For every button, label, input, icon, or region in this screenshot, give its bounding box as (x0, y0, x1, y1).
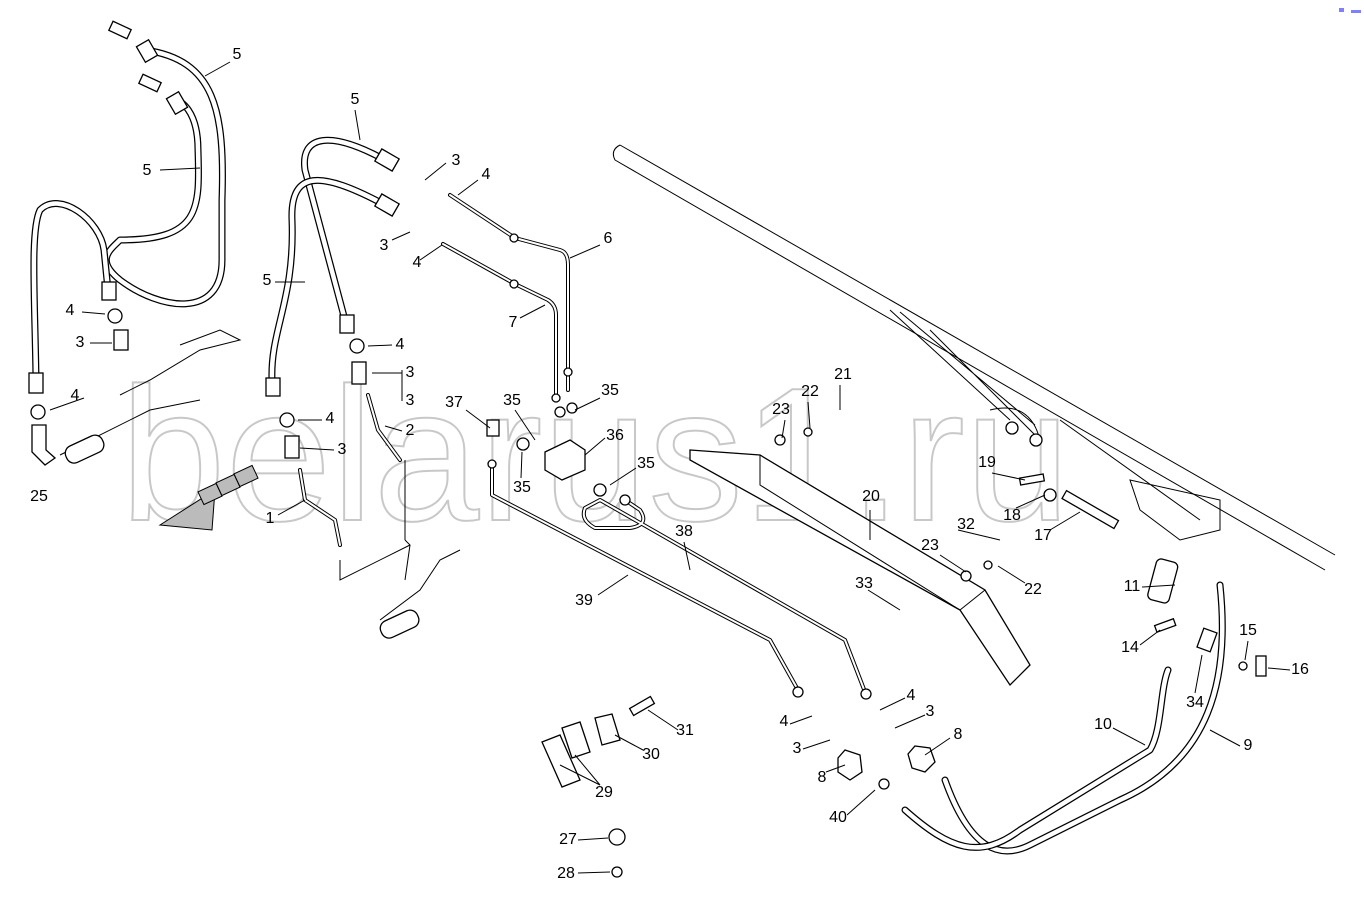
callout: 20 (862, 488, 880, 505)
callout: 29 (595, 784, 613, 801)
callout: 3 (406, 392, 415, 409)
direction-arrow (158, 464, 259, 531)
corner-mark (1339, 8, 1344, 12)
callout: 6 (604, 230, 613, 247)
callout: 17 (1034, 527, 1052, 544)
callout: 21 (834, 366, 852, 383)
hose-5-center (265, 136, 401, 397)
tubes-6-7 (441, 193, 573, 403)
callout: 23 (772, 401, 790, 418)
beam-20 (689, 449, 1031, 687)
callout: 4 (780, 713, 789, 730)
callout-labels: 5 5 5 3 4 6 3 4 5 7 4 3 4 3 3 4 4 2 3 25… (30, 46, 1309, 882)
tubes-38-39 (486, 419, 872, 700)
callout: 3 (338, 441, 347, 458)
callout: 4 (71, 387, 80, 404)
hose-5-left (28, 20, 226, 394)
callout: 31 (676, 722, 694, 739)
callout: 18 (1003, 507, 1021, 524)
callout: 3 (406, 364, 415, 381)
callout: 27 (559, 831, 577, 848)
callout: 22 (801, 383, 819, 400)
callout: 5 (263, 272, 272, 289)
callout: 35 (503, 392, 521, 409)
callout: 4 (326, 410, 335, 427)
callout: 35 (601, 382, 619, 399)
callout: 1 (266, 510, 275, 527)
callout: 34 (1186, 694, 1204, 711)
leader-lines (49, 61, 1291, 874)
callout: 19 (978, 454, 996, 471)
callout: 5 (351, 91, 360, 108)
callout: 10 (1094, 716, 1112, 733)
callout: 15 (1239, 622, 1257, 639)
callout: 22 (1024, 581, 1042, 598)
callout: 16 (1291, 661, 1309, 678)
callout: 7 (509, 314, 518, 331)
callout: 9 (1244, 737, 1253, 754)
callout: 3 (76, 334, 85, 351)
callout: 32 (957, 516, 975, 533)
callout: 38 (675, 523, 693, 540)
callout: 14 (1121, 639, 1139, 656)
callout: 40 (829, 809, 847, 826)
callout: 11 (1124, 578, 1141, 595)
callout: 35 (637, 455, 655, 472)
callout: 3 (452, 152, 461, 169)
callout: 3 (926, 703, 935, 720)
callout: 36 (606, 427, 624, 444)
callout: 4 (413, 254, 422, 271)
callout: 35 (513, 479, 531, 496)
callout: 5 (233, 46, 242, 63)
callout: 25 (30, 488, 48, 505)
callout: 4 (907, 687, 916, 704)
callout: 3 (793, 740, 802, 757)
callout: 37 (445, 394, 463, 411)
callout: 28 (557, 865, 575, 882)
callout: 23 (921, 537, 939, 554)
callout: 5 (143, 162, 152, 179)
callout: 8 (818, 769, 827, 786)
callout: 8 (954, 726, 963, 743)
callout: 4 (396, 336, 405, 353)
callout: 2 (406, 422, 415, 439)
small-parts (516, 402, 1267, 878)
callout: 30 (642, 746, 660, 763)
callout: 4 (66, 302, 75, 319)
fittings-left (30, 308, 461, 639)
callout: 33 (855, 575, 873, 592)
callout: 3 (380, 237, 389, 254)
callout: 39 (575, 592, 593, 609)
boom-frame (612, 144, 1336, 571)
hoses-9-10 (901, 558, 1226, 855)
callout: 4 (482, 166, 491, 183)
